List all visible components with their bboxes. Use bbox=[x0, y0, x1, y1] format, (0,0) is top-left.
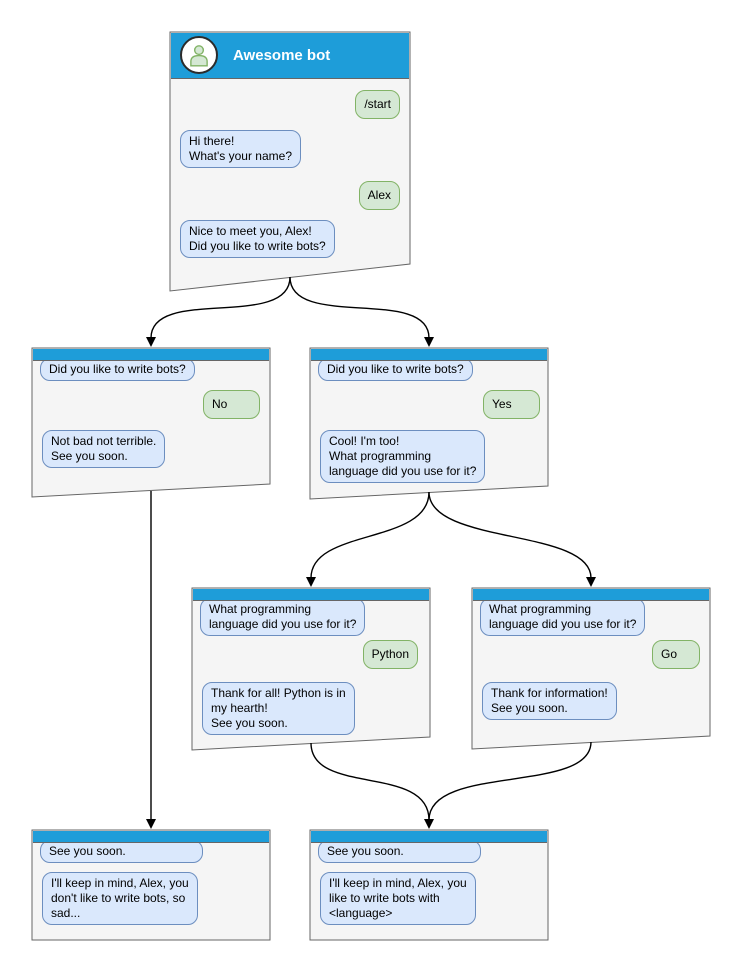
chat-window-titlebar: Awesome bot bbox=[171, 33, 409, 79]
edge-yes-to-python bbox=[310, 491, 430, 579]
bot-message-bubble: What programming language did you use fo… bbox=[480, 598, 646, 636]
chat-window-titlebar bbox=[193, 589, 429, 601]
chat-window-lang-python: What programming language did you use fo… bbox=[192, 588, 430, 750]
user-message-bubble: Go bbox=[652, 640, 700, 669]
edge-go-to-end bbox=[428, 741, 592, 821]
arrowhead bbox=[306, 577, 316, 587]
user-message-bubble: Alex bbox=[358, 181, 400, 210]
chat-window-titlebar bbox=[473, 589, 709, 601]
chat-window-titlebar bbox=[311, 831, 547, 843]
edge-bot-to-yes bbox=[289, 276, 430, 339]
chat-window-titlebar bbox=[33, 831, 269, 843]
bot-message-bubble: I'll keep in mind, Alex, you don't like … bbox=[42, 872, 198, 925]
bot-message-bubble: Thank for all! Python is in my hearth! S… bbox=[202, 682, 355, 735]
user-message-bubble: Python bbox=[362, 640, 418, 669]
bot-name-label: Awesome bot bbox=[233, 47, 331, 64]
bot-message-bubble: Did you like to write bots? bbox=[40, 358, 195, 381]
user-message-bubble: Yes bbox=[483, 390, 540, 419]
edge-bot-to-no bbox=[150, 276, 291, 339]
bot-message-bubble: I'll keep in mind, Alex, you like to wri… bbox=[320, 872, 476, 925]
bot-message-bubble: Did you like to write bots? bbox=[318, 358, 473, 381]
edge-python-to-end bbox=[310, 742, 430, 821]
bot-message-bubble: Thank for information! See you soon. bbox=[482, 682, 617, 720]
bot-message-bubble: What programming language did you use fo… bbox=[200, 598, 366, 636]
arrowhead bbox=[146, 337, 156, 347]
bot-message-bubble: Not bad not terrible. See you soon. bbox=[42, 430, 166, 468]
chat-window-lang-go: What programming language did you use fo… bbox=[472, 588, 710, 749]
arrowhead bbox=[424, 819, 434, 829]
bot-message-bubble: See you soon. bbox=[40, 840, 203, 863]
chat-window-end-yes: See you soon. I'll keep in mind, Alex, y… bbox=[310, 830, 548, 940]
arrowhead bbox=[146, 819, 156, 829]
person-icon bbox=[190, 45, 208, 67]
chat-window-branch-no: Did you like to write bots? No Not bad n… bbox=[32, 348, 270, 497]
bot-message-bubble: Hi there! What's your name? bbox=[180, 130, 302, 168]
bot-message-bubble: Cool! I'm too! What programming language… bbox=[320, 430, 486, 483]
arrowhead bbox=[424, 337, 434, 347]
bot-avatar bbox=[180, 36, 218, 74]
chat-window-titlebar bbox=[311, 349, 547, 361]
chat-window-end-no: See you soon. I'll keep in mind, Alex, y… bbox=[32, 830, 270, 940]
arrowhead bbox=[586, 577, 596, 587]
user-message-bubble: /start bbox=[355, 90, 400, 119]
user-message-bubble: No bbox=[203, 390, 260, 419]
chat-window-titlebar bbox=[33, 349, 269, 361]
bot-message-bubble: Nice to meet you, Alex! Did you like to … bbox=[180, 220, 335, 258]
chat-window-awesome-bot: Awesome bot /start Hi there! What's your… bbox=[170, 32, 410, 291]
edge-yes-to-go bbox=[428, 491, 592, 579]
chat-window-branch-yes: Did you like to write bots? Yes Cool! I'… bbox=[310, 348, 548, 499]
bot-message-bubble: See you soon. bbox=[318, 840, 481, 863]
